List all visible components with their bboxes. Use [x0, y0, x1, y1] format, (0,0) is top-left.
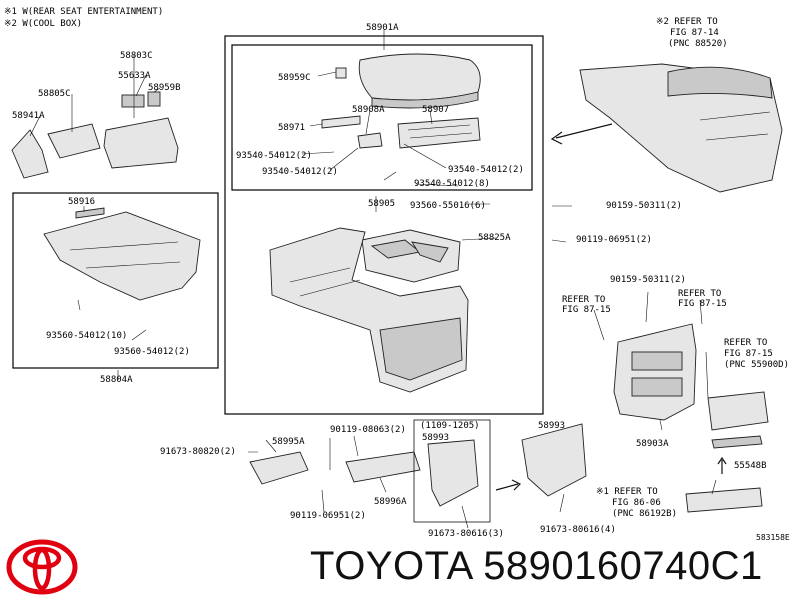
bracket-58993-right-part: [521, 423, 587, 497]
label-58993-right: 58993: [538, 421, 565, 431]
panel-55548b-part: [707, 391, 769, 449]
refer-line: FIG 86-06: [612, 498, 661, 508]
refer-line: REFER TO: [678, 289, 721, 299]
refer-line: ※2 REFER TO: [656, 17, 718, 27]
arrow-up: [717, 456, 727, 474]
switch-panel-86192b-part: [685, 487, 763, 513]
label-58993-left: 58993: [422, 433, 449, 443]
leader-lines: [29, 30, 717, 529]
refer-line: FIG 87-14: [670, 28, 719, 38]
note-cool-box: ※2 W(COOL BOX): [4, 19, 82, 29]
label-58941a: 58941A: [12, 111, 45, 121]
label-55633a: 55633A: [118, 71, 151, 81]
console-body-58905-part: [269, 227, 469, 393]
toyota-logo-icon: [6, 539, 78, 595]
label-bolt-93560-6: 93560-55016(6): [410, 201, 486, 211]
refer-line: (PNC 88520): [668, 39, 728, 49]
label-58803c: 58803C: [120, 51, 153, 61]
label-bolt-90159-b: 90159-50311(2): [610, 275, 686, 285]
label-58971: 58971: [278, 123, 305, 133]
label-bolt-93540-c: 93540-54012(2): [448, 165, 524, 175]
label-date-range: (1109-1205): [420, 421, 480, 431]
label-bolt-91673-3: 91673-80616(3): [428, 529, 504, 539]
label-58995a: 58995A: [272, 437, 305, 447]
refer-line: (PNC 55900D): [724, 360, 789, 370]
hinge-58971-part: [321, 115, 361, 129]
console-assembly-reference-part: [579, 63, 783, 193]
tray-58941a-part: [11, 129, 49, 179]
label-58903a: 58903A: [636, 439, 669, 449]
label-bolt-93560-10: 93560-54012(10): [46, 331, 127, 341]
bezel-58903a-part: [613, 323, 697, 421]
refer-block-mid-c: REFER TO FIG 87-15 (PNC 55900D): [724, 338, 789, 370]
label-bolt-93540-d: 93540-54012(8): [414, 179, 490, 189]
label-bolt-93540-b: 93540-54012(2): [262, 167, 338, 177]
refer-block-mid-b: REFER TO FIG 87-15: [678, 289, 727, 309]
label-58908a: 58908A: [352, 105, 385, 115]
cup-holder-58825a-part: [361, 229, 461, 283]
label-58905: 58905: [368, 199, 395, 209]
refer-line: ※1 REFER TO: [596, 487, 658, 497]
label-58907: 58907: [422, 105, 449, 115]
upper-armrest-frame: [231, 44, 533, 191]
refer-block-top-right: ※2 REFER TO FIG 87-14 (PNC 88520): [656, 17, 728, 49]
bracket-58996a-part: [345, 451, 421, 483]
label-58804a: 58804A: [100, 375, 133, 385]
tray-58805c-part: [47, 123, 101, 159]
refer-line: REFER TO: [562, 295, 605, 305]
refer-block-bottom: ※1 REFER TO FIG 86-06 (PNC 86192B): [596, 487, 677, 519]
label-bolt-90119-a: 90119-06951(2): [576, 235, 652, 245]
label-figure-code: 583158E: [756, 533, 790, 542]
label-55548b: 55548B: [734, 461, 767, 471]
label-bolt-90159-a: 90159-50311(2): [606, 201, 682, 211]
lock-58907-part: [397, 117, 481, 149]
date-range-box: [413, 419, 491, 523]
label-58916: 58916: [68, 197, 95, 207]
label-bolt-93560-2: 93560-54012(2): [114, 347, 190, 357]
refer-line: REFER TO: [724, 338, 767, 348]
arrow-to-console: [550, 123, 613, 145]
left-tray-frame: [12, 192, 219, 369]
arrow-right: [495, 479, 522, 491]
label-58825a: 58825A: [478, 233, 511, 243]
label-58959c: 58959C: [278, 73, 311, 83]
brand-part-number: TOYOTA 5890160740C1: [310, 544, 763, 589]
storage-tray-58803c-part: [103, 91, 179, 169]
bracket-58995a-part: [249, 451, 309, 485]
bracket-58993-left-part: [427, 439, 479, 507]
label-58996a: 58996A: [374, 497, 407, 507]
refer-line: (PNC 86192B): [612, 509, 677, 519]
hinge-58908a-part: [357, 132, 383, 149]
refer-block-mid-a: REFER TO FIG 87-15: [562, 295, 611, 315]
refer-line: FIG 87-15: [724, 349, 773, 359]
refer-line: FIG 87-15: [562, 305, 611, 315]
label-58805c: 58805C: [38, 89, 71, 99]
label-bolt-91673-80820: 91673-80820(2): [160, 447, 236, 457]
label-58959b: 58959B: [148, 83, 181, 93]
tray-58804a-part: [43, 207, 201, 301]
label-bolt-90119-08063: 90119-08063(2): [330, 425, 406, 435]
refer-line: FIG 87-15: [678, 299, 727, 309]
brand-name: TOYOTA: [310, 544, 472, 588]
part-number: 5890160740C1: [483, 544, 763, 588]
armrest-lid-part: [358, 53, 481, 109]
label-bolt-91673-4: 91673-80616(4): [540, 525, 616, 535]
label-58901a: 58901A: [366, 23, 399, 33]
label-bolt-93540-a: 93540-54012(2): [236, 151, 312, 161]
note-rear-seat-entertainment: ※1 W(REAR SEAT ENTERTAINMENT): [4, 7, 163, 17]
clip-58959c-part: [335, 67, 347, 79]
label-bolt-90119-b: 90119-06951(2): [290, 511, 366, 521]
